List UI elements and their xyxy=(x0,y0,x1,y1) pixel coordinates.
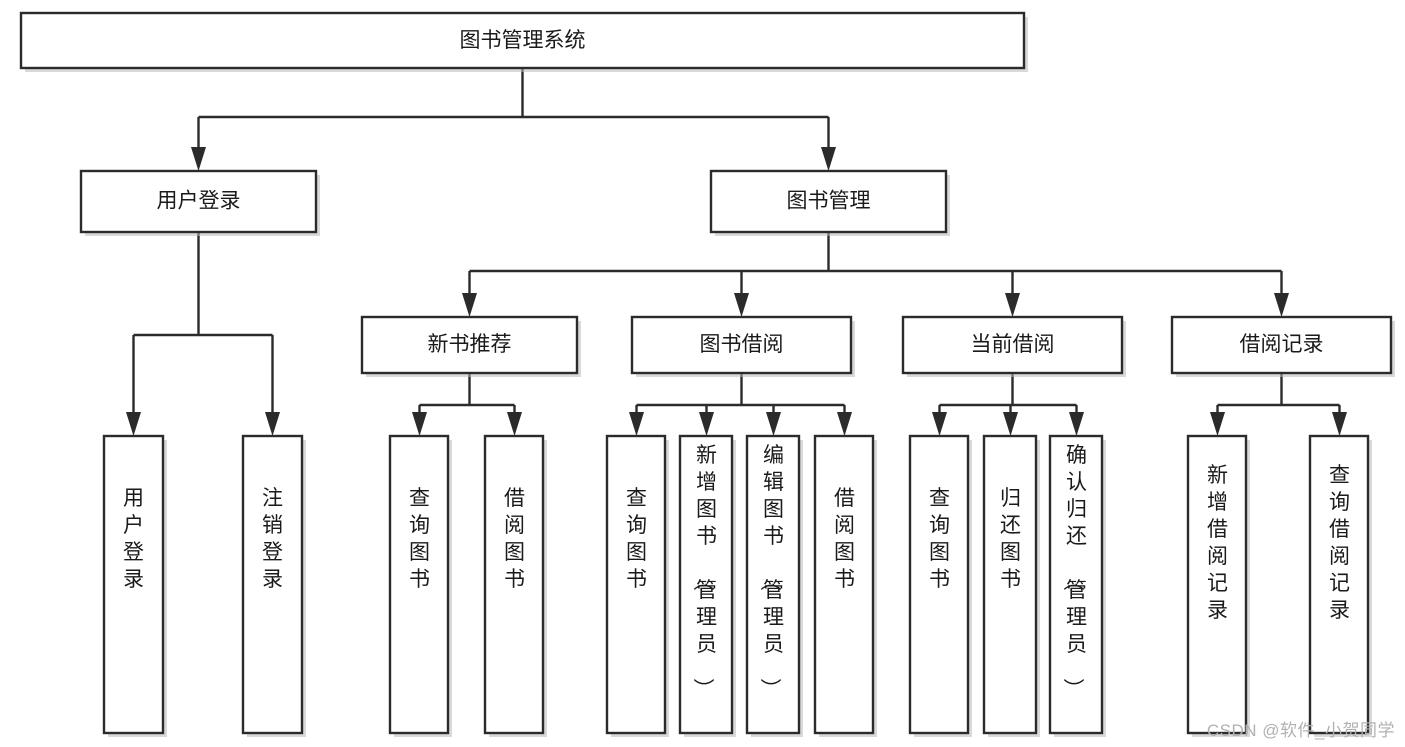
connector-layer xyxy=(126,68,1347,436)
node-leaf-add-book[interactable]: 新增图书（管理员） xyxy=(678,434,736,737)
book-borrow-box xyxy=(630,315,853,375)
leaf-query-book-2-label: 查询图书 xyxy=(626,487,647,591)
node-leaf-logout-login[interactable]: 注销登录 xyxy=(241,434,306,737)
leaf-confirm-return-label: 确认归还（管理员） xyxy=(1061,444,1087,699)
leaf-user-login-label: 用户登录 xyxy=(123,487,144,591)
leaf-return-book-box xyxy=(982,434,1038,735)
node-leaf-query-book-2[interactable]: 查询图书 xyxy=(605,434,669,737)
arrow-head-leaf-user-login xyxy=(126,412,141,436)
leaf-borrow-book-2-box xyxy=(813,434,875,735)
node-book-manage[interactable]: 图书管理 xyxy=(709,169,950,236)
book-manage-box xyxy=(709,169,948,234)
arrow-head-leaf-query-book-3 xyxy=(932,412,947,436)
leaf-borrow-book-1-box xyxy=(483,434,545,735)
leaf-user-login-box xyxy=(102,434,165,735)
node-leaf-borrow-book-2[interactable]: 借阅图书 xyxy=(813,434,877,737)
leaf-query-book-3-box xyxy=(908,434,970,735)
user-login-label: 用户登录 xyxy=(157,190,241,213)
leaf-query-record-label: 查询借阅记录 xyxy=(1329,464,1350,622)
leaf-query-book-1-label: 查询图书 xyxy=(409,487,430,591)
leaf-add-record-label: 新增借阅记录 xyxy=(1207,464,1228,622)
leaf-query-book-1-box xyxy=(388,434,450,735)
leaf-confirm-return-box xyxy=(1048,434,1104,735)
leaf-edit-book-box xyxy=(745,434,801,735)
leaf-add-book-label: 新增图书（管理员） xyxy=(691,444,717,699)
arrow-head-book-manage xyxy=(821,147,836,171)
leaf-return-book-label: 归还图书 xyxy=(1000,487,1021,591)
node-leaf-user-login[interactable]: 用户登录 xyxy=(102,434,167,737)
leaf-query-book-3-label: 查询图书 xyxy=(929,487,950,591)
leaf-query-record-box xyxy=(1308,434,1370,735)
node-leaf-add-record[interactable]: 新增借阅记录 xyxy=(1186,434,1250,737)
arrow-head-borrow-record xyxy=(1274,293,1289,317)
arrow-head-leaf-borrow-book-1 xyxy=(507,412,522,436)
node-current-borrow[interactable]: 当前借阅 xyxy=(901,315,1126,377)
borrow-record-box xyxy=(1170,315,1393,375)
node-leaf-query-record[interactable]: 查询借阅记录 xyxy=(1308,434,1372,737)
node-leaf-query-book-1[interactable]: 查询图书 xyxy=(388,434,452,737)
arrow-head-leaf-confirm-return xyxy=(1069,412,1084,436)
arrow-head-leaf-query-book-1 xyxy=(412,412,427,436)
user-login-box xyxy=(79,169,318,234)
node-leaf-edit-book[interactable]: 编辑图书（管理员） xyxy=(745,434,803,737)
arrow-head-leaf-logout-login xyxy=(265,412,280,436)
arrow-head-leaf-edit-book xyxy=(766,412,781,436)
node-leaf-confirm-return[interactable]: 确认归还（管理员） xyxy=(1048,434,1106,737)
borrow-record-label: 借阅记录 xyxy=(1240,333,1324,356)
node-borrow-record[interactable]: 借阅记录 xyxy=(1170,315,1395,377)
new-book-recommend-label: 新书推荐 xyxy=(428,333,512,356)
arrow-head-leaf-return-book xyxy=(1003,412,1018,436)
arrow-head-current-borrow xyxy=(1005,293,1020,317)
leaf-borrow-book-1-label: 借阅图书 xyxy=(504,487,525,591)
current-borrow-box xyxy=(901,315,1124,375)
arrow-head-leaf-add-record xyxy=(1210,412,1225,436)
leaf-edit-book-label: 编辑图书（管理员） xyxy=(758,444,784,699)
arrow-head-leaf-query-book-2 xyxy=(629,412,644,436)
node-user-login[interactable]: 用户登录 xyxy=(79,169,320,236)
leaf-add-record-box xyxy=(1186,434,1248,735)
leaf-query-book-2-box xyxy=(605,434,667,735)
arrow-head-book-borrow xyxy=(734,293,749,317)
book-manage-label: 图书管理 xyxy=(787,190,871,213)
arrow-head-user-login xyxy=(191,147,206,171)
arrow-head-leaf-query-record xyxy=(1332,412,1347,436)
node-leaf-return-book[interactable]: 归还图书 xyxy=(982,434,1040,737)
leaf-borrow-book-2-label: 借阅图书 xyxy=(834,487,855,591)
arrow-head-new-book-recommend xyxy=(462,293,477,317)
node-leaf-query-book-3[interactable]: 查询图书 xyxy=(908,434,972,737)
node-leaf-borrow-book-1[interactable]: 借阅图书 xyxy=(483,434,547,737)
node-book-borrow[interactable]: 图书借阅 xyxy=(630,315,855,377)
arrow-head-leaf-borrow-book-2 xyxy=(837,412,852,436)
node-root-book-management-system[interactable]: 图书管理系统 xyxy=(19,11,1028,72)
root-box xyxy=(19,11,1026,70)
new-book-recommend-box xyxy=(360,315,579,375)
node-new-book-recommend[interactable]: 新书推荐 xyxy=(360,315,581,377)
arrow-head-leaf-add-book xyxy=(699,412,714,436)
root-label: 图书管理系统 xyxy=(460,29,586,52)
current-borrow-label: 当前借阅 xyxy=(971,333,1055,356)
leaf-logout-login-box xyxy=(241,434,304,735)
leaf-add-book-box xyxy=(678,434,734,735)
book-borrow-label: 图书借阅 xyxy=(700,333,784,356)
leaf-logout-login-label: 注销登录 xyxy=(262,487,283,591)
